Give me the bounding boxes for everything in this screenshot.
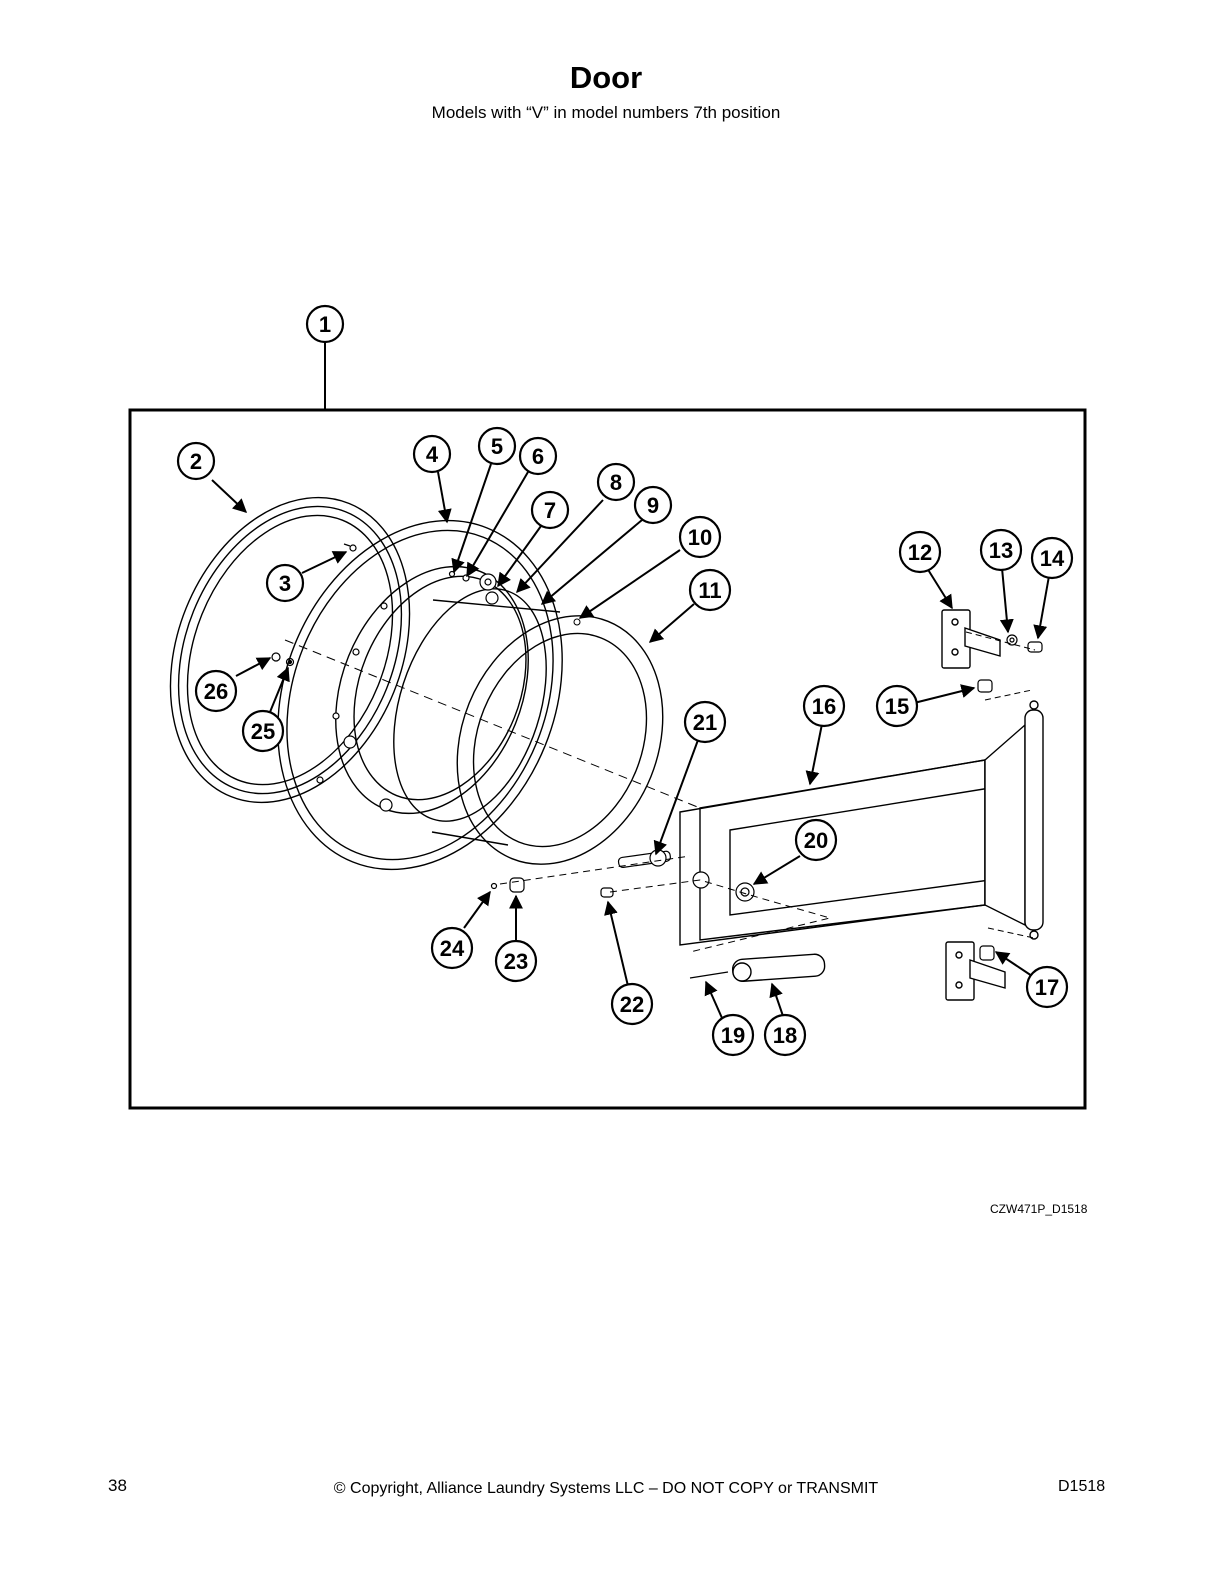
callout-4: 4: [412, 434, 452, 474]
svg-text:3: 3: [279, 571, 291, 596]
callout-2: 2: [176, 441, 216, 481]
callout-11: 11: [688, 568, 732, 612]
callout-17: 17: [1025, 965, 1069, 1009]
door-glass: [393, 588, 561, 846]
callout-22: 22: [610, 982, 654, 1026]
svg-text:18: 18: [773, 1023, 797, 1048]
hinge-hardware-5-8: [448, 570, 499, 605]
callout-21: 21: [683, 700, 727, 744]
frame-hinge-bumps: [316, 602, 393, 812]
svg-text:10: 10: [688, 525, 712, 550]
leader-lines: [211, 463, 1050, 1019]
svg-text:15: 15: [885, 694, 909, 719]
callout-23: 23: [494, 939, 538, 983]
door-frame-ring: [277, 519, 563, 871]
callout-20: 20: [794, 818, 838, 862]
svg-text:17: 17: [1035, 975, 1059, 1000]
svg-text:25: 25: [251, 719, 275, 744]
svg-text:20: 20: [804, 828, 828, 853]
callout-15: 15: [875, 684, 919, 728]
svg-text:23: 23: [504, 949, 528, 974]
svg-text:6: 6: [532, 444, 544, 469]
latch-pin-21: [617, 849, 671, 868]
svg-text:9: 9: [647, 493, 659, 518]
svg-text:14: 14: [1040, 546, 1065, 571]
door-handle-18: [731, 953, 826, 982]
screw-part-3: [343, 543, 357, 552]
callout-9: 9: [633, 485, 673, 525]
callout-25: 25: [241, 709, 285, 753]
svg-text:5: 5: [491, 434, 503, 459]
hinge-bushing-17: [979, 945, 995, 961]
washer-bolt-13-14: [1006, 634, 1043, 653]
callout-8: 8: [596, 462, 636, 502]
diagram-frame: [128, 408, 1087, 1110]
door-panel: [679, 700, 1044, 946]
svg-text:2: 2: [190, 449, 202, 474]
callout-26: 26: [194, 669, 238, 713]
callout-7: 7: [530, 490, 570, 530]
svg-text:13: 13: [989, 538, 1013, 563]
callout-12: 12: [898, 530, 942, 574]
copyright-notice: © Copyright, Alliance Laundry Systems LL…: [333, 1480, 879, 1497]
document-code: D1518: [1058, 1478, 1106, 1495]
lower-hinge: [945, 941, 1006, 1001]
svg-text:8: 8: [610, 470, 622, 495]
svg-text:21: 21: [693, 710, 717, 735]
callout-1: 1: [305, 304, 345, 344]
page-title: Door: [569, 60, 643, 95]
page-subtitle: Models with “V” in model numbers 7th pos…: [431, 103, 781, 122]
callout-3: 3: [265, 563, 305, 603]
svg-text:1: 1: [319, 312, 331, 337]
svg-text:22: 22: [620, 992, 644, 1017]
roll-pin-19: [689, 971, 729, 979]
latch-bushing-20: [692, 871, 755, 902]
callout-14: 14: [1030, 536, 1074, 580]
callout-6: 6: [518, 436, 558, 476]
svg-text:24: 24: [440, 936, 465, 961]
page-number: 38: [108, 1476, 127, 1495]
svg-text:19: 19: [721, 1023, 745, 1048]
svg-text:11: 11: [698, 578, 721, 603]
callout-16: 16: [802, 684, 846, 728]
hinge-bushing-15: [977, 679, 993, 693]
latch-parts-22-24: [490, 877, 614, 898]
callout-19: 19: [711, 1013, 755, 1057]
callout-10: 10: [678, 515, 722, 559]
svg-text:4: 4: [426, 442, 439, 467]
figure-id: CZW471P_D1518: [990, 1202, 1088, 1216]
callout-24: 24: [430, 926, 474, 970]
callout-5: 5: [477, 426, 517, 466]
callout-13: 13: [979, 528, 1023, 572]
upper-hinge-12: [941, 609, 1001, 669]
svg-text:26: 26: [204, 679, 228, 704]
outer-door-ring: [169, 496, 411, 804]
svg-text:7: 7: [544, 498, 556, 523]
gasket-bolt: [573, 618, 581, 626]
svg-text:16: 16: [812, 694, 836, 719]
callout-18: 18: [763, 1013, 807, 1057]
svg-text:12: 12: [908, 540, 932, 565]
door-gasket-ring: [456, 615, 664, 865]
